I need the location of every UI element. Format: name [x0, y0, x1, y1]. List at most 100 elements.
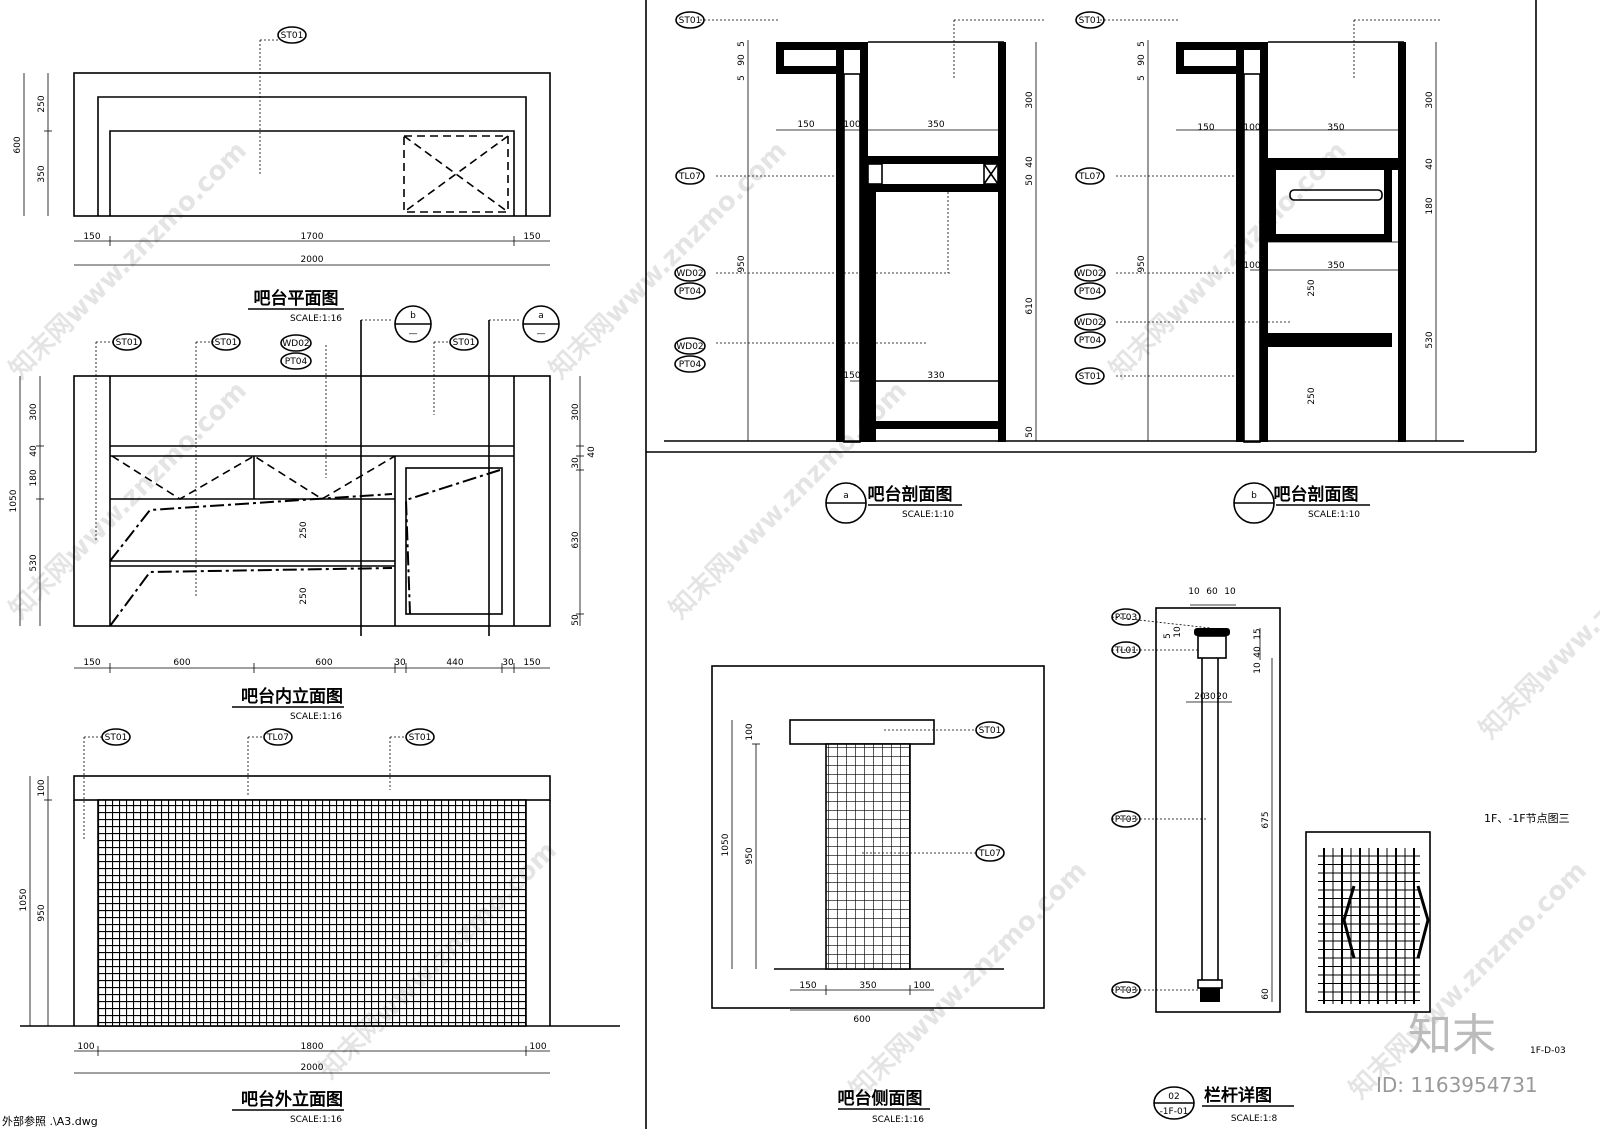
sa-dim-r50b: 50: [1025, 426, 1035, 438]
svg-text:WD02: WD02: [1076, 318, 1103, 328]
outer-elevation: [20, 736, 620, 1074]
inner-title: 吧台内立面图: [241, 686, 343, 707]
dim-outer-b100a: 100: [77, 1042, 94, 1052]
rail-dim-v675: 675: [1261, 811, 1271, 828]
svg-text:02: 02: [1168, 1092, 1179, 1102]
svg-text:ST01: ST01: [409, 733, 432, 743]
dim-inner-300: 300: [29, 403, 39, 420]
sb-dim-350: 350: [1327, 123, 1344, 133]
svg-text:TL01: TL01: [1114, 646, 1137, 656]
sa-tag-wd02-a: WD02: [674, 264, 706, 282]
dim-inner-b600a: 600: [173, 658, 190, 668]
sb-tag-st01-a: ST01: [1075, 11, 1105, 29]
dim-inner-b150b: 150: [523, 658, 540, 668]
dim-inner-40: 40: [29, 445, 39, 457]
plan-view: [23, 39, 551, 266]
dim-plan-w2000: 2000: [301, 255, 324, 265]
rail-dim-s5: 5: [1163, 633, 1173, 639]
node-title: 1F、-1F节点图三: [1484, 812, 1570, 825]
sa-tag-pt04-b: PT04: [674, 355, 706, 373]
rail-dim-s10: 10: [1173, 626, 1183, 638]
section-b: [1064, 19, 1464, 443]
side-dim-b600: 600: [853, 1015, 870, 1025]
svg-text:—: —: [537, 329, 546, 339]
svg-text:WD02: WD02: [282, 339, 309, 349]
side-tag-st01: ST01: [975, 721, 1005, 739]
side-dim-1050: 1050: [721, 833, 731, 856]
sa-dim-150: 150: [797, 120, 814, 130]
xref-note: 外部参照 .\A3.dwg: [2, 1114, 98, 1128]
inner-scale: SCALE:1:16: [290, 712, 342, 722]
outer-tag-st01-b: ST01: [405, 728, 435, 746]
svg-text:PT04: PT04: [285, 357, 308, 367]
dim-inner-b150a: 150: [83, 658, 100, 668]
dim-inner-r40: 40: [587, 446, 597, 458]
rail-tag-tl01: TL01: [1111, 641, 1141, 659]
svg-text:b: b: [410, 311, 416, 321]
brand-logo: 知末: [1408, 1010, 1496, 1061]
sb-dim-i350: 350: [1327, 261, 1344, 271]
rail-dim-m20a: 20: [1194, 692, 1206, 702]
inner-elevation: [19, 319, 584, 673]
svg-text:a: a: [538, 311, 544, 321]
side-dim-100: 100: [745, 723, 755, 740]
inner-tag-pt04: PT04: [280, 352, 312, 370]
section-a: [664, 19, 1064, 443]
sa-dim-100: 100: [843, 120, 860, 130]
sa-dim-t5a: 5: [737, 41, 747, 47]
dim-inner-r630: 630: [571, 531, 581, 548]
plan-scale: SCALE:1:16: [290, 314, 342, 324]
dim-inner-250b: 250: [299, 587, 309, 604]
rail-tag-pt03-b: PT03: [1111, 810, 1141, 828]
outer-scale: SCALE:1:16: [290, 1115, 342, 1125]
dim-outer-100: 100: [37, 779, 47, 796]
svg-text:b: b: [1251, 491, 1257, 501]
svg-text:WD02: WD02: [676, 269, 703, 279]
svg-text:ST01: ST01: [1079, 16, 1102, 26]
dim-inner-r30: 30: [571, 457, 581, 469]
image-id: ID: 1163954731: [1376, 1073, 1538, 1097]
sb-tag-pt04-a: PT04: [1074, 282, 1106, 300]
sheet-code: 1F-D-03: [1530, 1046, 1566, 1056]
dim-inner-180: 180: [29, 469, 39, 486]
sa-dim-r40: 40: [1025, 156, 1035, 168]
section-b-scale: SCALE:1:10: [1308, 510, 1360, 520]
rail-dim-v60: 60: [1261, 988, 1271, 1000]
svg-text:PT04: PT04: [1079, 336, 1102, 346]
node-detail: [1305, 831, 1431, 1013]
svg-text:PT03: PT03: [1115, 815, 1137, 825]
svg-text:TL07: TL07: [1078, 172, 1101, 182]
sa-dim-r610: 610: [1025, 297, 1035, 314]
sb-dim-r180: 180: [1425, 197, 1435, 214]
dim-plan-600: 600: [13, 136, 23, 153]
svg-text:-1F-01: -1F-01: [1160, 1107, 1189, 1117]
section-b-title-marker: b: [1233, 482, 1275, 524]
sa-dim-350: 350: [927, 120, 944, 130]
svg-text:ST01: ST01: [116, 338, 139, 348]
rail-scale: SCALE:1:8: [1231, 1114, 1278, 1124]
sb-dim-100: 100: [1243, 123, 1260, 133]
svg-text:ST01: ST01: [105, 733, 128, 743]
sa-dim-r300: 300: [1025, 91, 1035, 108]
svg-text:WD02: WD02: [676, 342, 703, 352]
rail-title: 栏杆详图: [1204, 1085, 1272, 1106]
sb-dim-i250b: 250: [1307, 387, 1317, 404]
dim-outer-b1800: 1800: [301, 1042, 324, 1052]
side-title: 吧台侧面图: [838, 1088, 923, 1109]
svg-text:TL07: TL07: [678, 172, 701, 182]
dim-outer-b2000: 2000: [301, 1063, 324, 1073]
inner-tag-st01-c: ST01: [449, 333, 479, 351]
svg-text:PT04: PT04: [679, 360, 702, 370]
rail-dim-r40: 40: [1253, 646, 1263, 658]
sb-tag-st01-b: ST01: [1075, 367, 1105, 385]
svg-text:WD02: WD02: [1076, 269, 1103, 279]
dim-plan-w150b: 150: [523, 232, 540, 242]
sb-dim-r300: 300: [1425, 91, 1435, 108]
section-a-title-marker: a: [825, 482, 867, 524]
svg-text:PT03: PT03: [1115, 986, 1137, 996]
inner-tag-st01-b: ST01: [211, 333, 241, 351]
side-view: [711, 665, 1045, 1011]
dim-plan-w150a: 150: [83, 232, 100, 242]
sb-dim-t5a: 5: [1137, 41, 1147, 47]
